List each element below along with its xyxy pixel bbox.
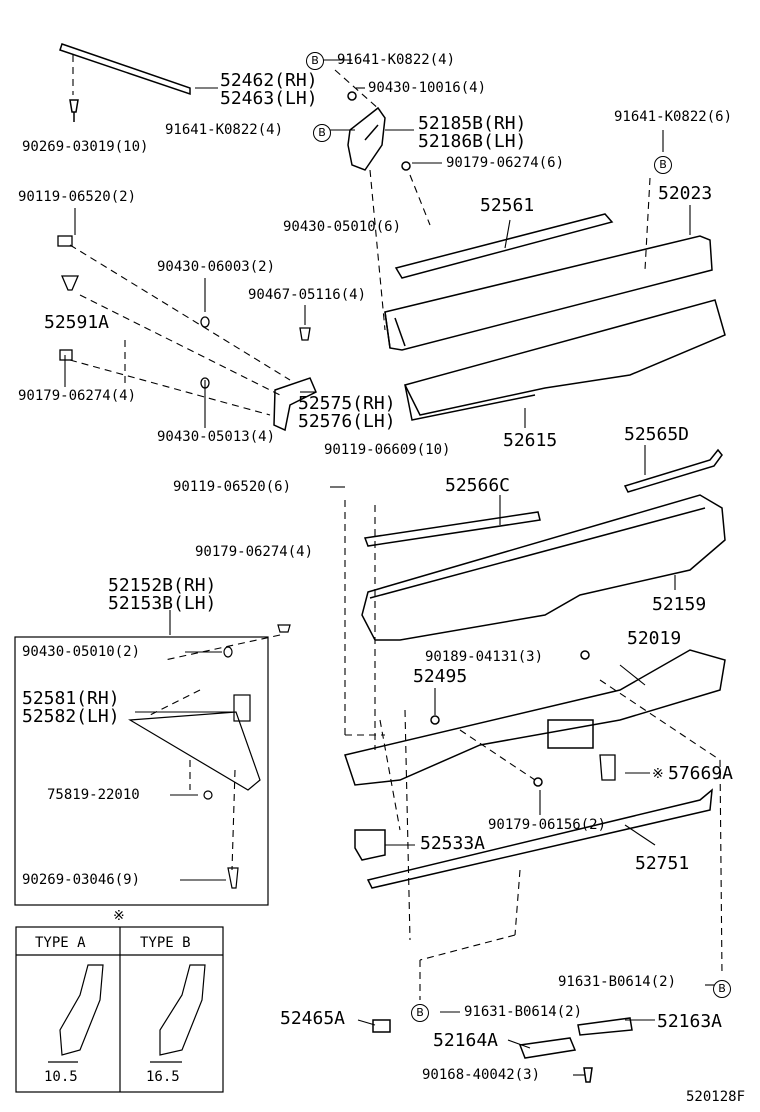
- note-mark-57669a: ※: [652, 766, 664, 782]
- label-52465a: 52465A: [280, 1008, 346, 1029]
- label-52463: 52463(LH): [220, 88, 318, 109]
- label-91641-k0822-b: 91641-K0822(4): [165, 122, 284, 138]
- type-a-title: TYPE A: [35, 935, 86, 951]
- label-90179-06156: 90179-06156(2): [488, 817, 607, 833]
- label-90189-04131: 90189-04131(3): [425, 649, 544, 665]
- label-52582: 52582(LH): [22, 706, 120, 727]
- label-52591a: 52591A: [44, 312, 110, 333]
- type-b-dimension: 16.5: [146, 1069, 180, 1085]
- label-52751: 52751: [635, 853, 690, 874]
- type-box: [15, 926, 224, 1093]
- label-52163a: 52163A: [657, 1011, 723, 1032]
- label-90269-03046: 90269-03046(9): [22, 872, 141, 888]
- label-91631-b0614-b: 91631-B0614(2): [464, 1004, 583, 1020]
- part-52159-bumper-cover: [361, 494, 726, 641]
- callout-b-5: B: [411, 1004, 429, 1022]
- label-90179-06274-b: 90179-06274(4): [18, 388, 137, 404]
- part-52023-reinforcement: [384, 235, 713, 351]
- label-75819-22010: 75819-22010: [47, 787, 140, 803]
- callout-b-2: B: [313, 124, 331, 142]
- label-90430-06003: 90430-06003(2): [157, 259, 276, 275]
- part-52533a-bracket: [354, 829, 386, 861]
- label-90168-40042: 90168-40042(3): [422, 1067, 541, 1083]
- label-52019: 52019: [627, 628, 682, 649]
- label-52023: 52023: [658, 183, 713, 204]
- part-52575-bracket: [273, 377, 317, 432]
- label-52495: 52495: [413, 666, 468, 687]
- part-52561-retainer: [394, 213, 614, 279]
- label-90430-05013: 90430-05013(4): [157, 429, 276, 445]
- label-52575: 52575(RH): [298, 393, 396, 414]
- callout-b-4: B: [713, 980, 731, 998]
- part-52751-molding: [366, 788, 713, 889]
- label-90467-05116: 90467-05116(4): [248, 287, 367, 303]
- bottom-parts: [372, 1017, 633, 1083]
- label-52565d: 52565D: [624, 424, 690, 445]
- label-52164a: 52164A: [433, 1030, 499, 1051]
- label-90269-03019: 90269-03019(10): [22, 139, 149, 155]
- label-52153b: 52153B(LH): [108, 593, 217, 614]
- label-52462: 52462(RH): [220, 70, 318, 91]
- part-52566c-molding: [363, 511, 541, 547]
- part-57669a-clip: [599, 754, 616, 781]
- label-52159: 52159: [652, 594, 707, 615]
- label-52152b: 52152B(RH): [108, 575, 217, 596]
- label-91641-k0822-c: 91641-K0822(6): [614, 109, 733, 125]
- label-90430-05010-a: 90430-05010(6): [283, 219, 402, 235]
- label-52561: 52561: [480, 195, 535, 216]
- label-90430-10016: 90430-10016(4): [368, 80, 487, 96]
- label-52185b: 52185B(RH): [418, 113, 527, 134]
- label-90119-06609: 90119-06609(10): [324, 442, 451, 458]
- label-90179-06274-c: 90179-06274(4): [195, 544, 314, 560]
- label-91641-k0822-a: 91641-K0822(4): [337, 52, 456, 68]
- type-b-title: TYPE B: [140, 935, 191, 951]
- part-52019-bumper: [344, 649, 726, 787]
- label-91631-b0614-a: 91631-B0614(2): [558, 974, 677, 990]
- callout-b-1: B: [306, 52, 324, 70]
- note-mark-type-box: ※: [113, 908, 125, 924]
- label-90119-06520-a: 90119-06520(2): [18, 189, 137, 205]
- label-57669a: 57669A: [668, 763, 734, 784]
- label-90430-05010-b: 90430-05010(2): [22, 644, 141, 660]
- label-52581: 52581(RH): [22, 688, 120, 709]
- label-52566c: 52566C: [445, 475, 511, 496]
- part-52462-strip: [59, 43, 191, 122]
- label-52533a: 52533A: [420, 833, 486, 854]
- dashed-lines: [69, 55, 723, 1000]
- part-52565d-molding: [623, 448, 723, 493]
- label-90119-06520-b: 90119-06520(6): [173, 479, 292, 495]
- part-52615-absorber: [403, 299, 726, 421]
- inset-box: [14, 624, 291, 906]
- label-52615: 52615: [503, 430, 558, 451]
- label-52576: 52576(LH): [298, 411, 396, 432]
- label-90179-06274-a: 90179-06274(6): [446, 155, 565, 171]
- leader-lines: [64, 59, 718, 1076]
- part-52185-bracket: [347, 91, 411, 171]
- callout-b-3: B: [654, 156, 672, 174]
- label-52186b: 52186B(LH): [418, 131, 527, 152]
- type-a-dimension: 10.5: [44, 1069, 78, 1085]
- fasteners-left: [57, 235, 311, 389]
- figure-code: 520128F: [686, 1089, 746, 1105]
